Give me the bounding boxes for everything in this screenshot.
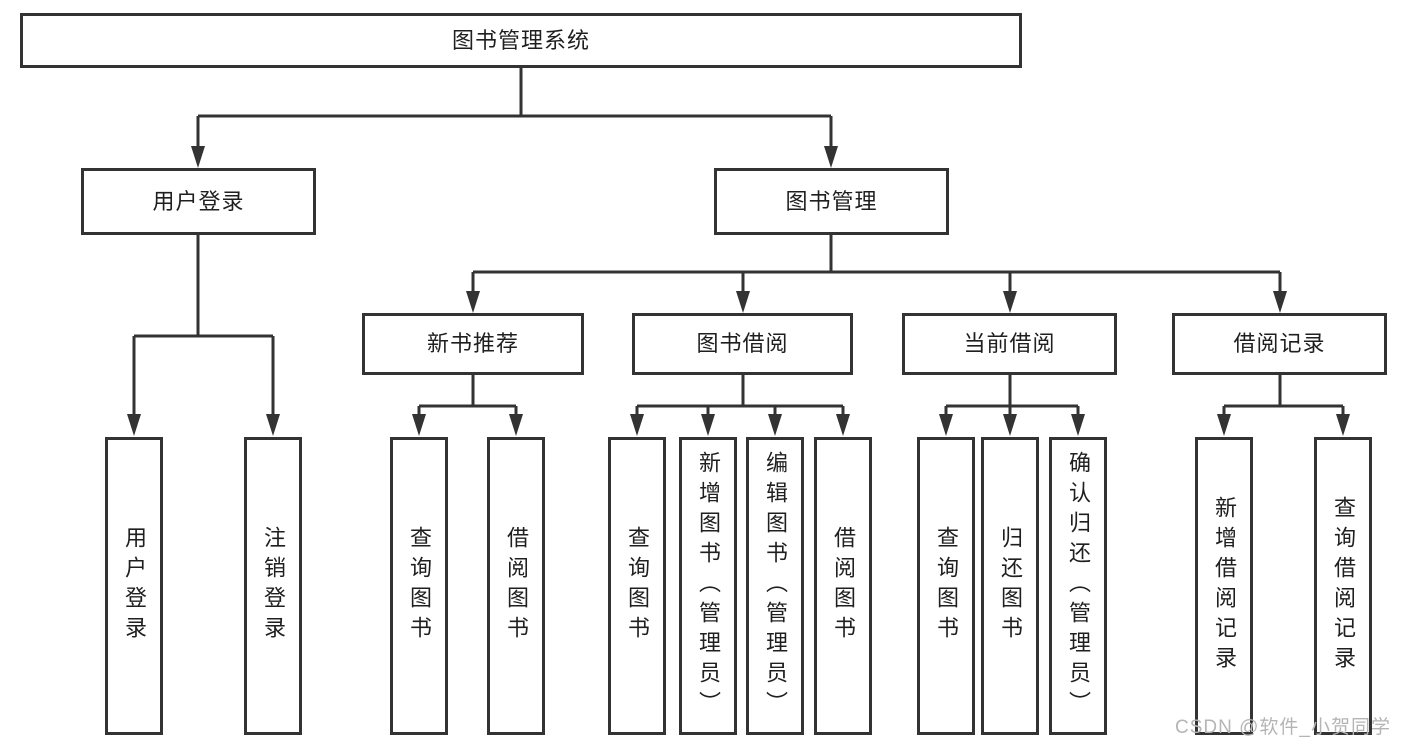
node-label: 图书管理系统	[451, 27, 590, 53]
node-label: 当前借阅	[963, 331, 1056, 356]
leaf-confirm-return-admin: 确认归还（管理员）	[1049, 437, 1107, 735]
leaf-borrow-books-recommend: 借阅图书	[487, 437, 545, 735]
leaf-edit-books-admin: 编辑图书（管理员）	[746, 437, 804, 735]
leaf-query-books-recommend: 查询图书	[390, 437, 448, 735]
leaf-user-login: 用户登录	[105, 437, 163, 735]
leaf-label: 借阅图书	[504, 526, 529, 646]
leaf-return-books: 归还图书	[981, 437, 1039, 735]
leaf-add-books-admin: 新增图书（管理员）	[679, 437, 737, 735]
node-borrow-records: 借阅记录	[1172, 313, 1387, 375]
leaf-label: 归还图书	[998, 526, 1023, 646]
leaf-borrow-books: 借阅图书	[814, 437, 872, 735]
node-label: 借阅记录	[1233, 331, 1326, 356]
leaf-label: 查询图书	[407, 526, 432, 646]
leaf-query-borrow-record: 查询借阅记录	[1314, 437, 1372, 735]
node-system-root: 图书管理系统	[20, 13, 1022, 68]
node-label: 图书借阅	[696, 331, 789, 356]
leaf-label: 用户登录	[122, 526, 147, 646]
leaf-label: 确认归还（管理员）	[1066, 451, 1091, 721]
node-label: 新书推荐	[426, 331, 519, 356]
leaf-label: 查询图书	[934, 526, 959, 646]
leaf-label: 注销登录	[261, 526, 286, 646]
node-book-borrow: 图书借阅	[632, 313, 853, 375]
leaf-label: 查询借阅记录	[1331, 496, 1356, 676]
leaf-label: 新增借阅记录	[1212, 496, 1237, 676]
leaf-query-books-current: 查询图书	[917, 437, 975, 735]
node-user-login: 用户登录	[81, 168, 316, 235]
leaf-query-books-borrow: 查询图书	[608, 437, 666, 735]
leaf-logout: 注销登录	[244, 437, 302, 735]
node-current-borrow: 当前借阅	[902, 313, 1117, 375]
leaf-label: 借阅图书	[831, 526, 856, 646]
csdn-watermark: CSDN @软件_小贺同学	[1175, 717, 1391, 738]
leaf-label: 编辑图书（管理员）	[763, 451, 788, 721]
node-label: 图书管理	[785, 188, 878, 214]
leaf-label: 新增图书（管理员）	[696, 451, 721, 721]
leaf-label: 查询图书	[625, 526, 650, 646]
leaf-add-borrow-record: 新增借阅记录	[1195, 437, 1253, 735]
node-new-book-recommend: 新书推荐	[362, 313, 584, 375]
node-book-management: 图书管理	[714, 168, 949, 235]
node-label: 用户登录	[152, 188, 245, 214]
